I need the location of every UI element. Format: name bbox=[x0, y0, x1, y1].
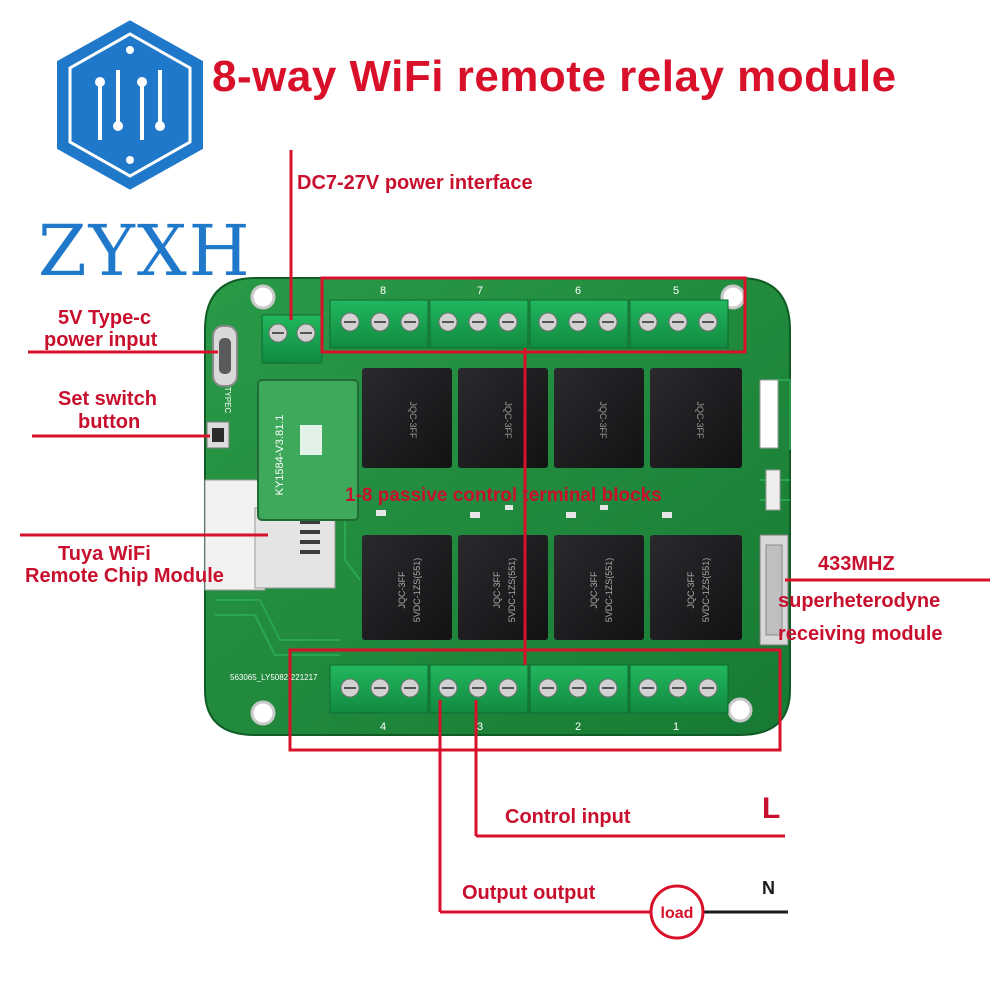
bottom-terminals-highlight bbox=[288, 648, 782, 752]
mounting-holes bbox=[250, 284, 753, 726]
rf-label-line1: 433MHZ bbox=[818, 553, 895, 575]
svg-text:5VDC-1ZS(551): 5VDC-1ZS(551) bbox=[412, 558, 422, 623]
svg-text:JQC-3FF: JQC-3FF bbox=[408, 402, 418, 440]
rf-label-line3: receiving module bbox=[778, 623, 943, 645]
relays-bottom-row: JQC-3FF 5VDC-1ZS(551) JQC-3FF 5VDC-1ZS(5… bbox=[362, 535, 742, 640]
zyxh-logo bbox=[53, 15, 207, 195]
svg-text:5VDC-1ZS(551): 5VDC-1ZS(551) bbox=[604, 558, 614, 623]
svg-text:JQC-3FF: JQC-3FF bbox=[492, 571, 502, 609]
svg-text:JQC-3FF: JQC-3FF bbox=[695, 402, 705, 440]
page-title: 8-way WiFi remote relay module bbox=[212, 52, 897, 101]
smd-components bbox=[376, 505, 672, 518]
terminal-number-8: 8 bbox=[380, 285, 386, 297]
svg-text:5VDC-1ZS(551): 5VDC-1ZS(551) bbox=[507, 558, 517, 623]
load-circle: load bbox=[649, 884, 705, 940]
typec-label-line2: power input bbox=[44, 329, 158, 351]
wifi-module-silk: KY1584-V3.81.1 bbox=[274, 415, 286, 496]
annotation-boxes bbox=[288, 276, 782, 752]
terminal-number-3: 3 bbox=[477, 721, 483, 733]
top-terminals-highlight bbox=[320, 276, 747, 354]
terminal-number-5: 5 bbox=[673, 285, 679, 297]
svg-text:JQC-3FF: JQC-3FF bbox=[598, 402, 608, 440]
set-switch-label-line2: button bbox=[78, 411, 141, 433]
tuya-label-line1: Tuya WiFi bbox=[58, 543, 151, 565]
bottom-terminal-blocks: 4 3 2 1 563065_LY5082-221217 bbox=[230, 664, 729, 733]
terminal-number-1: 1 bbox=[673, 721, 679, 733]
output-label: Output output bbox=[462, 882, 596, 904]
typec-label-line1: 5V Type-c bbox=[58, 307, 151, 329]
terminal-number-2: 2 bbox=[575, 721, 581, 733]
terminal-number-6: 6 bbox=[575, 285, 581, 297]
svg-text:JQC-3FF: JQC-3FF bbox=[397, 571, 407, 609]
control-input-label: Control input bbox=[505, 806, 631, 828]
terminal-number-4: 4 bbox=[380, 721, 386, 733]
right-header-pins bbox=[759, 379, 781, 511]
top-terminal-blocks: 8 7 6 5 bbox=[329, 285, 729, 349]
svg-text:5VDC-1ZS(551): 5VDC-1ZS(551) bbox=[701, 558, 711, 623]
terminal-number-7: 7 bbox=[477, 285, 483, 297]
typec-silk: TYPEC bbox=[223, 387, 232, 414]
annotation-lines bbox=[20, 150, 990, 914]
rf-label-line2: superheterodyne bbox=[778, 590, 941, 612]
svg-text:JQC-3FF: JQC-3FF bbox=[589, 571, 599, 609]
typec-port: TYPEC bbox=[212, 325, 238, 414]
wifi-daughter-board: KY1584-V3.81.1 bbox=[257, 379, 359, 521]
N-label: N bbox=[762, 878, 775, 898]
logo-text: ZYXH bbox=[38, 210, 252, 292]
dc-power-label: DC7-27V power interface bbox=[297, 172, 533, 194]
svg-text:JQC-3FF: JQC-3FF bbox=[503, 402, 513, 440]
set-switch-label-line1: Set switch bbox=[58, 388, 157, 410]
load-label: load bbox=[661, 905, 694, 922]
tuya-label-line2: Remote Chip Module bbox=[25, 565, 224, 587]
power-terminal-block bbox=[261, 314, 323, 364]
L-label: L bbox=[762, 792, 781, 825]
pcb-code: 563065_LY5082-221217 bbox=[230, 673, 318, 682]
terminals-label: 1-8 passive control terminal blocks bbox=[345, 485, 662, 506]
svg-text:JQC-3FF: JQC-3FF bbox=[686, 571, 696, 609]
set-switch-button bbox=[206, 421, 230, 449]
rf-module bbox=[759, 534, 789, 646]
